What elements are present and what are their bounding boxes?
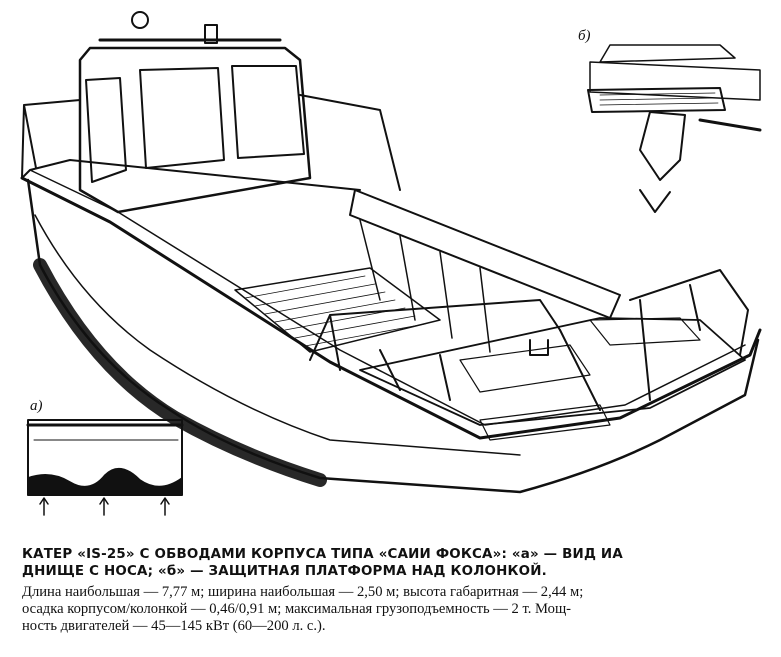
inset-a-label: а) xyxy=(30,398,43,414)
caption-specs-line-1: Длина наибольшая — 7,77 м; ширина наибол… xyxy=(22,584,584,600)
caption-title: КАТЕР «IS-25» С ОБВОДАМИ КОРПУСА ТИПА «С… xyxy=(22,546,772,580)
inset-b-label: б) xyxy=(578,28,591,44)
caption-title-line-1: КАТЕР «IS-25» С ОБВОДАМИ КОРПУСА ТИПА «С… xyxy=(22,547,623,562)
boat-drawing xyxy=(20,11,762,516)
boat-illustration: а) б) xyxy=(20,11,762,516)
figure-caption: КАТЕР «IS-25» С ОБВОДАМИ КОРПУСА ТИПА «С… xyxy=(22,546,772,635)
caption-specs-line-3: ность двигателей — 45—145 кВт (60—200 л.… xyxy=(22,618,326,634)
caption-specs-line-2: осадка корпусом/колонкой — 0,46/0,91 м; … xyxy=(22,601,572,617)
caption-title-line-2: ДНИЩЕ С НОСА; «б» — ЗАЩИТНАЯ ПЛАТФОРМА Н… xyxy=(22,564,547,579)
caption-specs: Длина наибольшая — 7,77 м; ширина наибол… xyxy=(22,584,772,635)
